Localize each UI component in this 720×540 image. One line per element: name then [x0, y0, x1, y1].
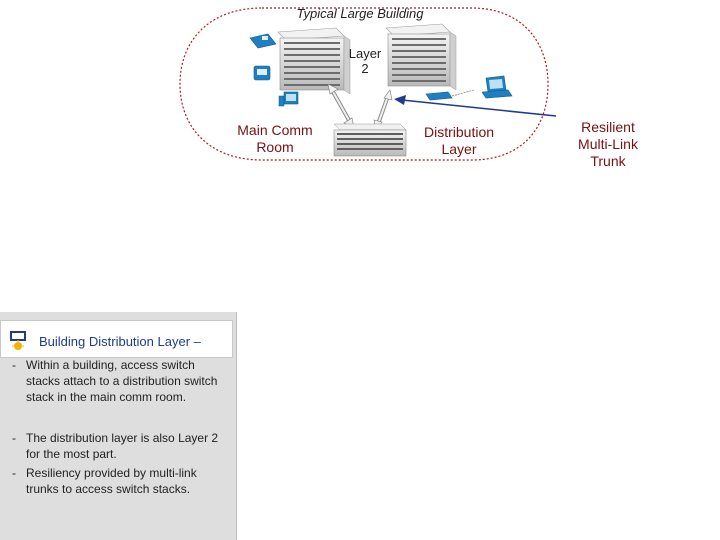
info-bullet: - The distribution layer is also Layer 2…	[12, 430, 224, 462]
access-switch-stack-left	[277, 27, 351, 95]
switch-stack-icon	[277, 27, 351, 95]
building-title: Typical Large Building	[296, 6, 424, 21]
resilient-trunk-label: Resilient Multi-Link Trunk	[556, 119, 660, 170]
pc-icon	[278, 91, 299, 107]
laptop-icon	[481, 75, 513, 99]
distribution-switch-icon	[333, 123, 407, 157]
distribution-layer-line2: Layer	[441, 141, 477, 157]
switch-stack-icon	[385, 23, 457, 91]
resilient-trunk-line2: Multi-Link	[578, 136, 638, 152]
info-bullet: - Resiliency provided by multi-link trun…	[12, 465, 224, 497]
resilient-trunk-line1: Resilient	[581, 119, 635, 135]
bullet-dash: -	[12, 358, 16, 372]
bullet-text: The distribution layer is also Layer 2 f…	[26, 431, 219, 461]
main-comm-room-line2: Room	[256, 139, 294, 155]
layer-label-line1: Layer	[348, 46, 382, 61]
building-boundary-outline	[179, 7, 549, 161]
pointer-arrow	[394, 95, 557, 117]
bullet-text: Resiliency provided by multi-link trunks…	[26, 466, 197, 496]
info-panel-header: Building Distribution Layer –	[0, 320, 233, 358]
bullet-dash: -	[12, 431, 16, 445]
logo-icon	[10, 331, 26, 350]
distribution-switch-stack	[333, 123, 407, 157]
main-comm-room-line1: Main Comm	[237, 122, 313, 138]
main-comm-room-label: Main Comm Room	[222, 122, 328, 156]
access-switch-stack-right	[385, 23, 457, 91]
uplink-arrow-icon	[327, 83, 355, 129]
uplink-arrow-left	[327, 83, 355, 129]
pointer-arrow-icon	[394, 95, 557, 117]
info-panel-title: Building Distribution Layer –	[39, 334, 201, 349]
layer-label-line2: 2	[361, 61, 369, 76]
access-point-icon	[425, 89, 475, 101]
distribution-layer-label: Distribution Layer	[404, 124, 514, 158]
layer-label: Layer 2	[340, 46, 390, 76]
phone-icon	[249, 33, 277, 49]
info-panel: Building Distribution Layer – - Within a…	[0, 312, 237, 540]
bullet-text: Within a building, access switch stacks …	[26, 358, 218, 404]
resilient-trunk-line3: Trunk	[590, 153, 626, 169]
bullet-dash: -	[12, 466, 16, 480]
distribution-layer-line1: Distribution	[423, 124, 495, 140]
ip-phone-icon	[253, 65, 271, 81]
info-bullet: - Within a building, access switch stack…	[12, 357, 224, 405]
